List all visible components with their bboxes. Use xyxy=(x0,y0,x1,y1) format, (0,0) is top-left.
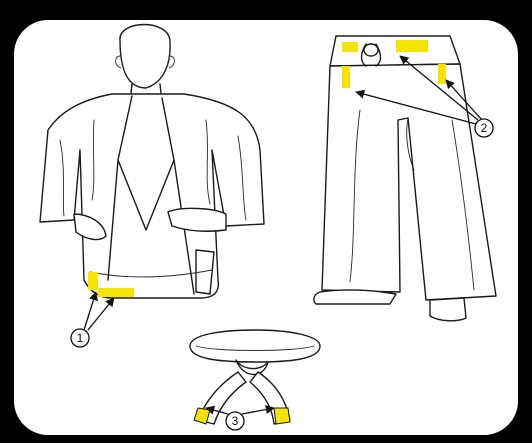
belt-tip-right-highlight xyxy=(274,408,290,424)
callout-1: 1 xyxy=(71,329,89,347)
trouser-waist-highlight-mid xyxy=(396,40,428,52)
jacket-hem-highlight xyxy=(88,272,98,290)
trouser-hip-highlight-left xyxy=(342,66,350,88)
trouser-waist-highlight-left xyxy=(342,42,358,52)
jacket-lapel-highlight xyxy=(98,288,134,297)
callout-2-label: 2 xyxy=(481,121,488,135)
callout-1-label: 1 xyxy=(77,331,84,345)
callout-2: 2 xyxy=(475,119,493,137)
callout-3-label: 3 xyxy=(232,414,239,428)
trouser-hip-highlight-right xyxy=(438,64,446,84)
callout-3: 3 xyxy=(226,412,244,430)
